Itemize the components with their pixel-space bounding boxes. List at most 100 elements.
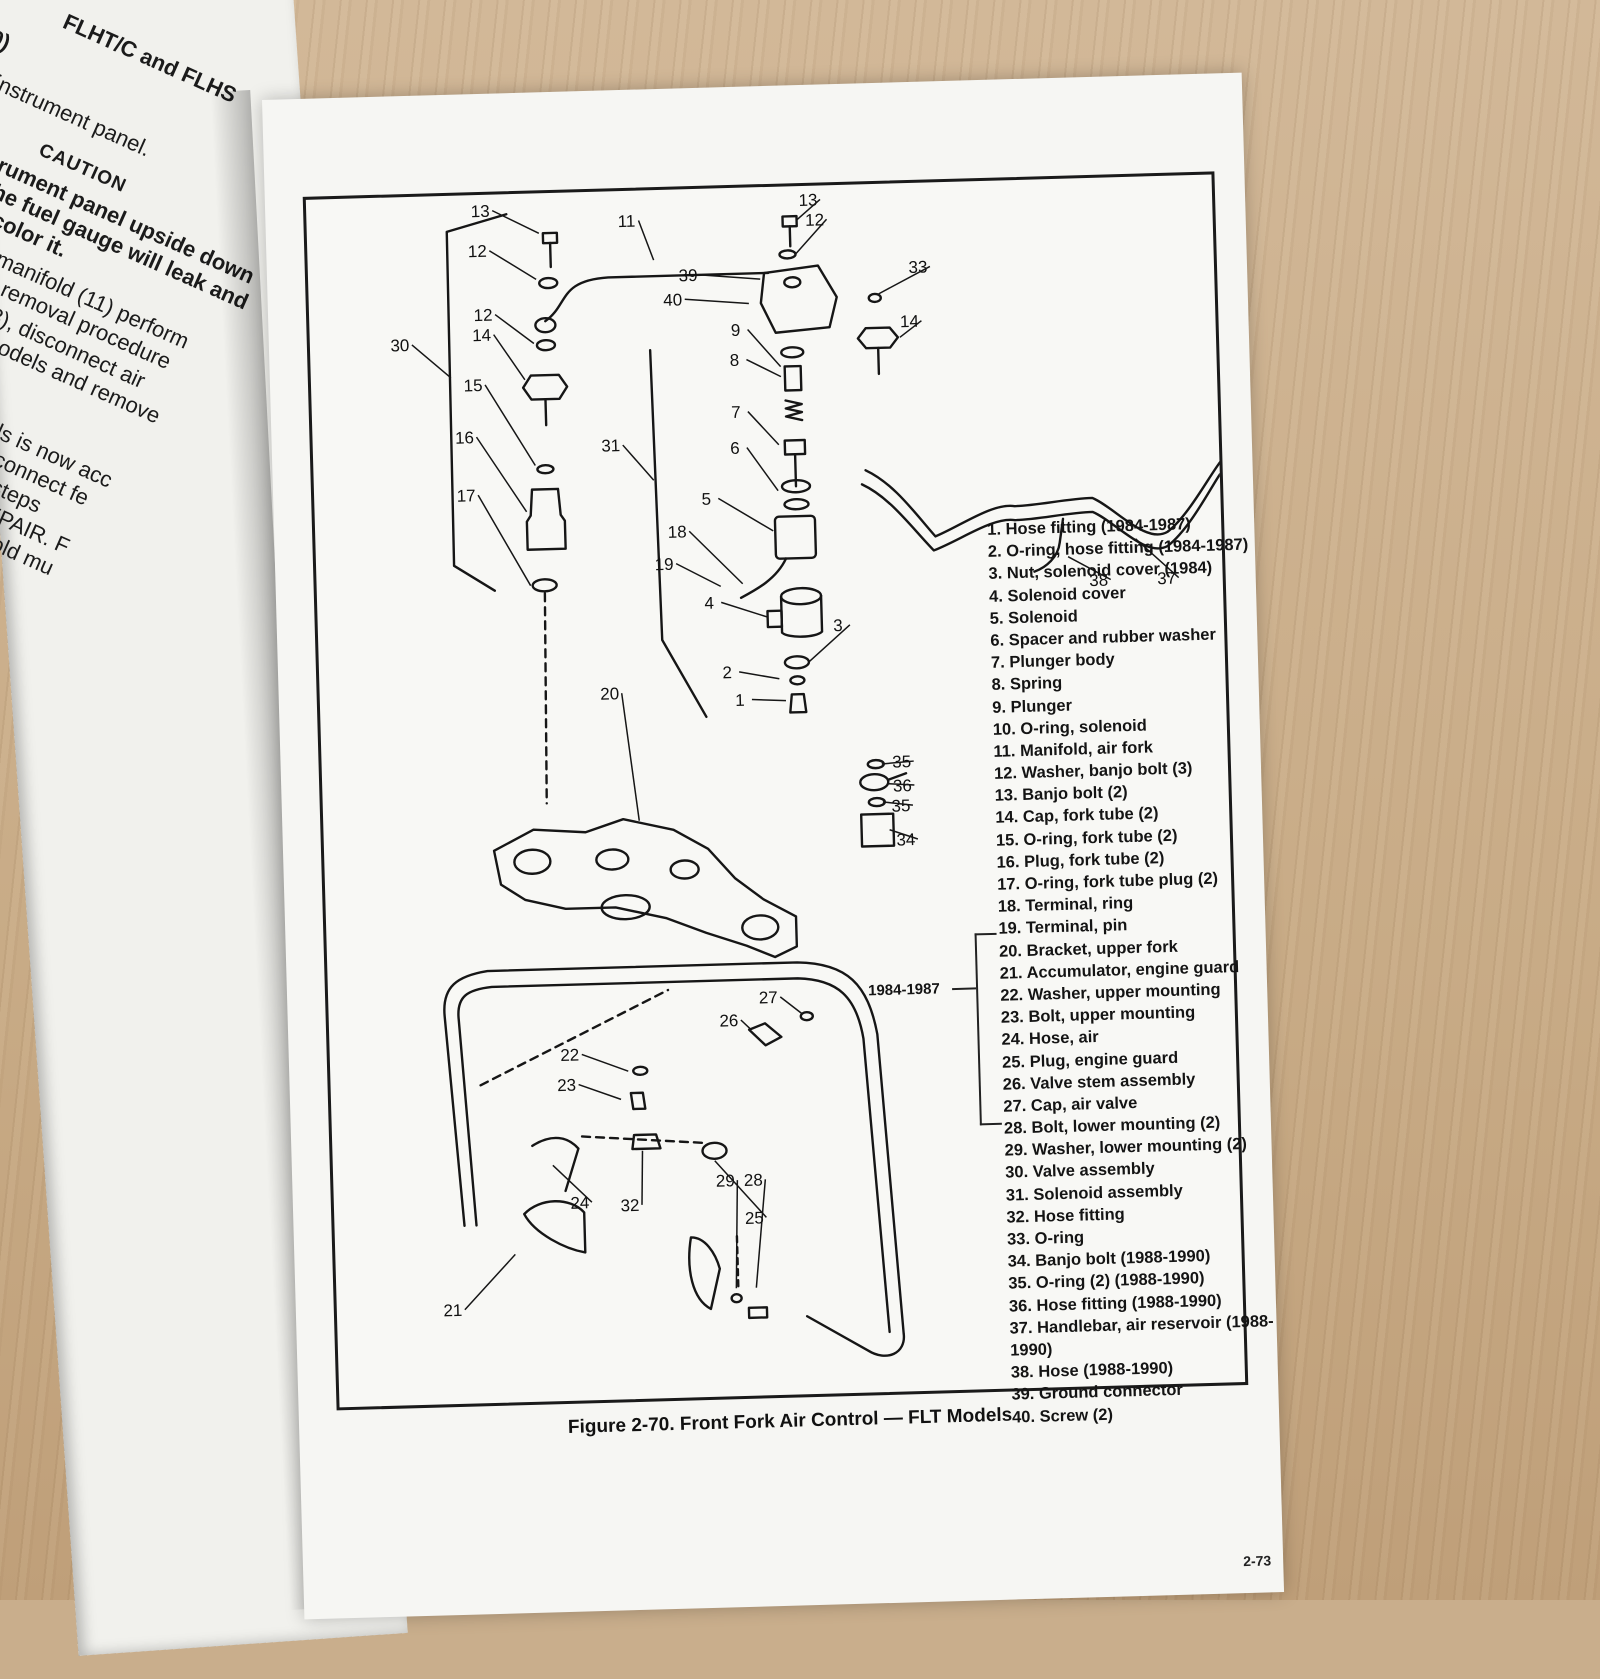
o-ring-33 [869, 294, 881, 302]
o-ring-35-upper [868, 760, 884, 768]
callout-number: 12 [473, 306, 492, 326]
callout-number: 16 [455, 428, 474, 448]
callout-number: 8 [729, 351, 739, 370]
callout-leader [739, 671, 779, 680]
bracket-bore-far [742, 915, 779, 940]
right-manual-page: FXRT and FXRT — 1984 - 1987 [262, 73, 1284, 1620]
callout-number: 6 [730, 439, 740, 458]
callout-number: 4 [704, 594, 714, 613]
callout-leader [623, 444, 654, 481]
bracket-bore-right [670, 860, 698, 879]
callout-leader [582, 1053, 628, 1072]
mounting-axis [478, 990, 670, 1085]
callout-number: 21 [443, 1301, 462, 1321]
callout-number: 12 [468, 242, 487, 262]
callout-number: 14 [472, 326, 491, 346]
callout-leader [685, 297, 749, 305]
hose-fitting [790, 694, 806, 712]
callout-leader [741, 1020, 751, 1030]
manifold-port [784, 277, 800, 287]
engine-guard-inner-edge [458, 976, 890, 1344]
callout-number: 15 [463, 376, 482, 396]
callout-leader [476, 436, 526, 513]
upper-mounting-washer [633, 1067, 647, 1075]
engine-guard-accumulator [443, 960, 904, 1368]
callout-leader [733, 1180, 740, 1288]
callout-leader [676, 562, 721, 587]
callout-number: 14 [900, 312, 919, 332]
solenoid-cover-nut [785, 656, 809, 669]
callout-number: 19 [654, 555, 673, 575]
valve-stem-assembly [749, 1023, 782, 1046]
callout-number: 5 [701, 490, 711, 509]
callout-leader [689, 530, 742, 585]
callout-number: 17 [456, 486, 475, 506]
washer-left-upper [539, 278, 557, 288]
fork-tube-cap-right [858, 327, 899, 348]
hose-fitting-o-ring [790, 676, 804, 684]
callout-leader [721, 601, 767, 618]
callout-number: 23 [557, 1076, 576, 1096]
valve-assembly-bracket-line [444, 214, 516, 592]
upper-fork-bracket [493, 814, 797, 964]
callout-leader [492, 209, 539, 234]
upper-mounting-bolt [631, 1093, 645, 1109]
engine-guard-plug [702, 1142, 726, 1159]
callout-number: 18 [668, 522, 687, 542]
callout-leader [748, 411, 779, 446]
page-number: 2-73 [1243, 1552, 1271, 1569]
callout-number: 27 [759, 988, 778, 1008]
callout-number: 11 [617, 212, 635, 231]
fork-tube-plug-o-ring [532, 579, 556, 592]
left-page-line: -70) [0, 16, 14, 56]
callout-leader [489, 249, 536, 280]
callout-number: 20 [600, 684, 619, 704]
callout-number: 9 [731, 321, 741, 340]
washer-left-lower [537, 340, 555, 350]
callout-leader [494, 334, 525, 381]
fork-tube-o-ring [537, 465, 553, 473]
callout-leader [622, 693, 640, 821]
hose-fitting-36 [860, 774, 888, 791]
callout-number: 2 [722, 663, 732, 682]
callout-number: 32 [620, 1196, 639, 1216]
fork-tube-plug [526, 489, 566, 550]
banjo-bolt-head-left [543, 233, 557, 243]
callout-leader [808, 625, 851, 662]
washer-right [779, 250, 795, 258]
callout-number: 39 [678, 266, 697, 286]
callout-leader [639, 220, 654, 260]
legend-year-bracket-label: 1984-1987 [868, 980, 940, 999]
callout-number: 1 [735, 691, 745, 710]
callout-number: 24 [570, 1193, 589, 1213]
fork-cap-stem-right [878, 348, 879, 374]
callout-number: 35 [891, 796, 910, 816]
callout-leader [640, 1151, 644, 1205]
callout-leader [463, 1254, 516, 1309]
spring [786, 400, 803, 420]
parts-legend: 1. Hose fitting (1984-1987)2. O-ring, ho… [987, 511, 1302, 1428]
callout-leader [878, 266, 931, 293]
hose-fitting-32 [632, 1134, 660, 1149]
left-page-line: ove instrument panel. [0, 53, 155, 162]
fork-tube-cap-left [523, 375, 568, 400]
plunger [785, 366, 802, 390]
callout-leader [495, 314, 534, 345]
lower-mounting-bolt [749, 1307, 767, 1317]
bracket-bore-left [514, 849, 551, 874]
callout-leader [412, 344, 451, 379]
callout-leader [718, 497, 773, 532]
callout-number: 12 [805, 210, 824, 230]
banjo-bolt-34 [861, 814, 894, 847]
solenoid-body [775, 516, 816, 559]
rubber-washer [784, 499, 808, 510]
banjo-bolt-shank-right [790, 226, 791, 246]
callout-leader [780, 996, 802, 1015]
callout-number: 30 [390, 336, 409, 356]
callout-number: 13 [798, 191, 817, 211]
fork-cap-stem-left [545, 399, 546, 425]
plunger-body-top [785, 440, 805, 455]
guard-lower-mount-right [689, 1237, 721, 1310]
callout-number: 7 [731, 403, 741, 422]
